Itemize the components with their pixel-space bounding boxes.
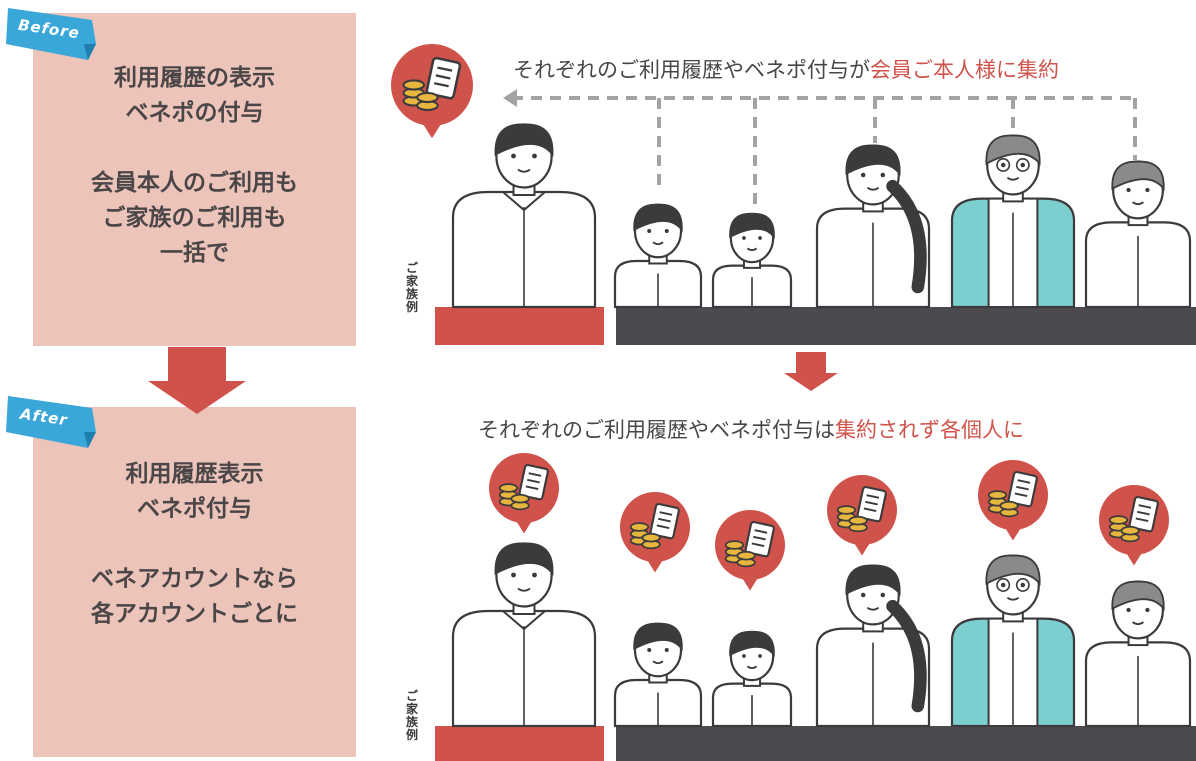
bottom-caption-prefix: それぞれのご利用履歴やベネポ付与は [478, 418, 835, 442]
bottom-history-bubble-icon-3 [715, 510, 785, 591]
bottom-history-bubble-icon-6 [1099, 485, 1169, 566]
collection-lines [512, 96, 1137, 205]
after-panel: 利用履歴表示 ベネポ付与 ベネアカウントなら 各アカウントごとに [33, 407, 356, 757]
person-bottom-5 [950, 554, 1076, 728]
arrow-head-icon [503, 89, 517, 107]
before-line-4: 会員本人のご利用も [91, 170, 298, 196]
top-bar-red [435, 307, 604, 345]
down-arrow-left [148, 347, 246, 414]
person-bottom-4 [815, 564, 931, 728]
person-bottom-1 [451, 542, 597, 728]
top-history-bubble-icon [391, 44, 473, 139]
after-tag [6, 396, 96, 448]
bottom-history-bubble-icon-1 [489, 453, 559, 534]
family-label-top-text: ご家族例 [405, 261, 418, 314]
person-bottom-2 [613, 622, 703, 728]
before-line-6: 一括で [160, 240, 229, 266]
after-line-2: ベネポ付与 [137, 496, 252, 522]
before-line-1: 利用履歴の表示 [114, 65, 275, 91]
bottom-history-bubble-icon-2 [620, 492, 690, 573]
top-bar-dark [616, 307, 1196, 345]
bottom-caption-highlight: 集約されず各個人に [835, 418, 1024, 442]
family-label-bottom: ご家族例 [405, 690, 419, 742]
before-line-5: ご家族のご利用も [102, 205, 287, 231]
after-line-5: 各アカウントごとに [91, 601, 298, 627]
person-top-5 [950, 134, 1076, 309]
person-top-6 [1084, 160, 1192, 309]
after-line-4: ベネアカウントなら [91, 566, 298, 592]
bottom-bar-red [435, 726, 604, 761]
person-top-4 [815, 144, 931, 309]
down-arrow-right [784, 352, 838, 391]
family-label-top: ご家族例 [405, 262, 419, 314]
person-top-3 [711, 212, 793, 309]
family-label-bottom-text: ご家族例 [405, 689, 418, 742]
before-panel: 利用履歴の表示 ベネポの付与 会員本人のご利用も ご家族のご利用も 一括で [33, 13, 356, 346]
top-caption-highlight: 会員ご本人様に集約 [870, 58, 1059, 82]
person-bottom-3 [711, 630, 793, 728]
top-caption-prefix: それぞれのご利用履歴やベネポ付与が [513, 58, 870, 82]
bottom-history-bubble-icon-4 [827, 475, 897, 556]
after-line-1: 利用履歴表示 [125, 461, 264, 487]
bottom-bar-dark [616, 726, 1196, 761]
top-caption: それぞれのご利用履歴やベネポ付与が会員ご本人様に集約 [513, 54, 1059, 84]
person-top-2 [613, 203, 703, 309]
bottom-history-bubble-icon-5 [978, 460, 1048, 541]
before-line-2: ベネポの付与 [125, 100, 264, 126]
person-bottom-6 [1084, 580, 1192, 728]
before-tag [6, 8, 96, 60]
bottom-caption: それぞれのご利用履歴やベネポ付与は集約されず各個人に [478, 414, 1024, 444]
person-top-1 [451, 123, 597, 309]
